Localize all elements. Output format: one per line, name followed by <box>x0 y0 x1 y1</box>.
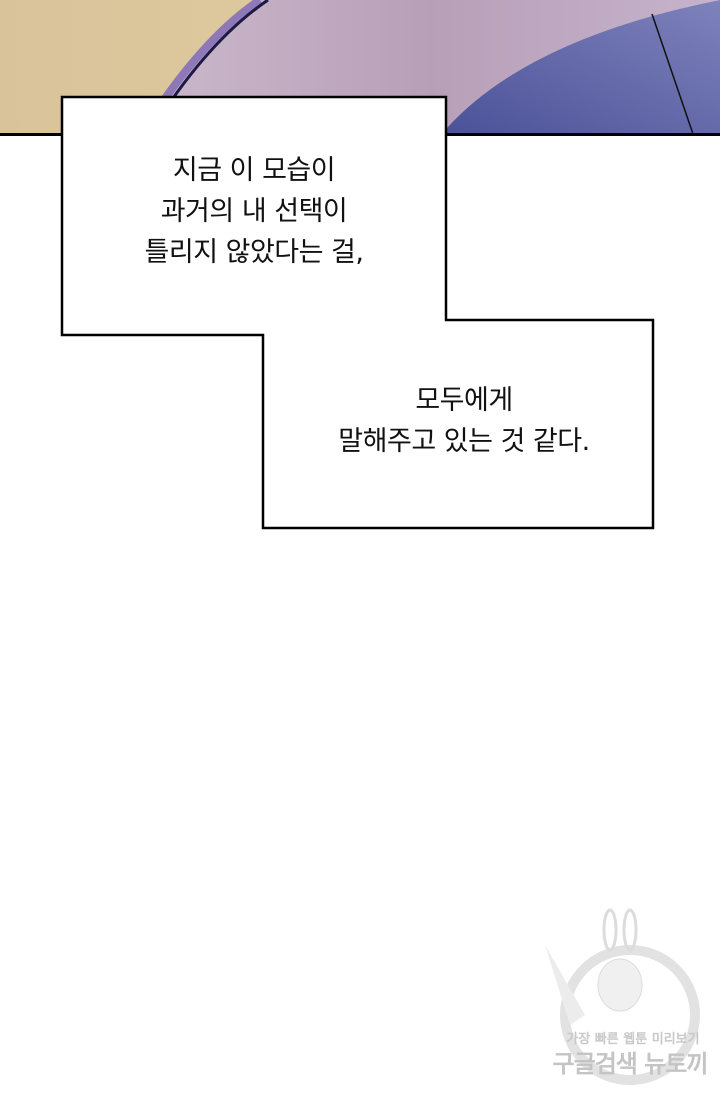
watermark-logo <box>545 908 700 1085</box>
watermark-text: 구글검색 뉴토끼 <box>552 1050 709 1078</box>
narration-text-1: 지금 이 모습이 과거의 내 선택이 틀리지 않았다는 걸, <box>62 150 446 273</box>
narration-text-2: 모두에게 말해주고 있는 것 같다. <box>263 380 653 462</box>
narration-box <box>60 95 655 530</box>
narration-line: 틀리지 않았다는 걸, <box>144 237 364 268</box>
narration-line: 지금 이 모습이 <box>172 155 336 186</box>
watermark-text: 가장 빠른 웹툰 미리보기 <box>566 1032 700 1047</box>
narration-line: 모두에게 <box>415 385 513 416</box>
narration-line: 말해주고 있는 것 같다. <box>338 426 590 457</box>
narration-line: 과거의 내 선택이 <box>160 196 348 227</box>
